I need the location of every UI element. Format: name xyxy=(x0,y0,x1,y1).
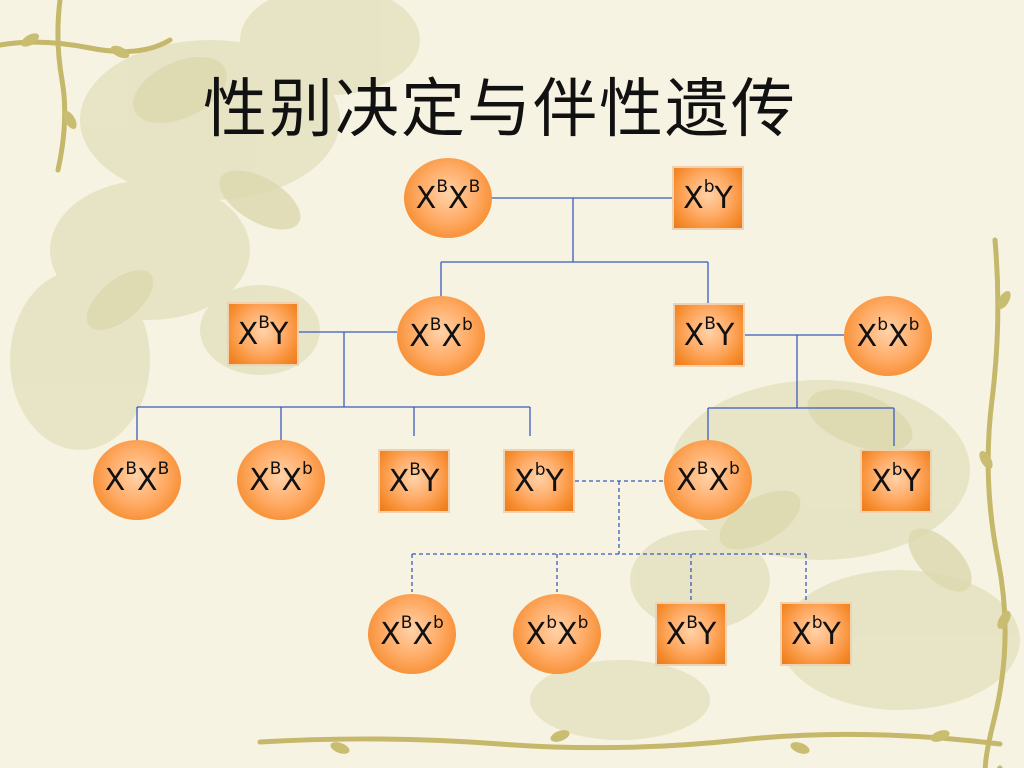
genotype-chromosome: X xyxy=(856,318,878,354)
genotype-chromosome: X xyxy=(665,616,687,652)
genotype-chromosome: X xyxy=(708,462,729,498)
genotype-chromosome: Y xyxy=(269,316,289,352)
genotype-chromosome: Y xyxy=(902,463,921,499)
page-title: 性别决定与伴性遗传 xyxy=(203,73,797,147)
genotype-chromosome: Y xyxy=(545,463,564,499)
genotype-chromosome: Y xyxy=(822,616,841,652)
genotype-chromosome: X xyxy=(448,180,469,216)
genotype-chromosome: X xyxy=(388,463,410,499)
genotype-chromosome: X xyxy=(237,316,259,352)
genotype-chromosome: X xyxy=(683,317,705,353)
genotype-chromosome: X xyxy=(514,463,535,499)
genotype-chromosome: Y xyxy=(714,180,733,216)
genotype-chromosome: X xyxy=(412,616,433,652)
genotype-chromosome: X xyxy=(441,318,462,354)
genotype-chromosome: X xyxy=(888,318,909,354)
genotype-chromosome: X xyxy=(557,616,578,652)
genotype-chromosome: X xyxy=(380,616,401,652)
genotype-chromosome: Y xyxy=(697,616,717,652)
genotype-chromosome: X xyxy=(409,318,430,354)
genotype-chromosome: X xyxy=(415,180,437,216)
genotype-chromosome: X xyxy=(676,462,697,498)
genotype-chromosome: X xyxy=(104,462,126,498)
genotype-chromosome: X xyxy=(683,180,704,216)
genotype-chromosome: X xyxy=(871,463,892,499)
genotype-chromosome: X xyxy=(281,462,302,498)
genotype-chromosome: Y xyxy=(715,317,735,353)
genotype-chromosome: X xyxy=(525,616,547,652)
genotype-chromosome: Y xyxy=(420,463,440,499)
genotype-chromosome: X xyxy=(137,462,158,498)
genotype-chromosome: X xyxy=(791,616,812,652)
genotype-chromosome: X xyxy=(249,462,270,498)
